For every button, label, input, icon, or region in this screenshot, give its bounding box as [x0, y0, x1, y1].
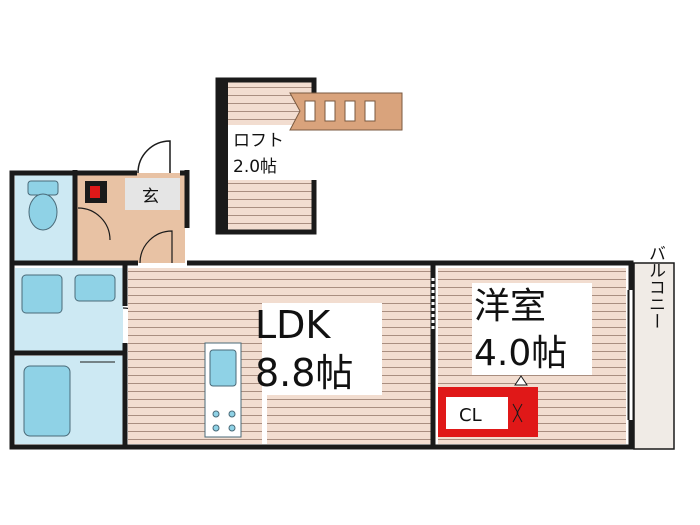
toilet-tank-icon — [27, 180, 59, 196]
washing-machine-icon — [21, 274, 63, 314]
toilet-room — [15, 173, 77, 263]
washroom — [15, 268, 154, 353]
sink-icon — [74, 274, 116, 302]
stove-burner-icon — [212, 410, 220, 418]
ldk-size: 8.8帖 — [255, 351, 353, 395]
entrance-area: 玄 — [75, 140, 185, 264]
bathtub-icon — [23, 365, 71, 437]
western-room-size: 4.0帖 — [474, 333, 567, 374]
walls — [9, 170, 634, 450]
western-room-name: 洋室 — [474, 286, 546, 327]
balcony: バルコニー — [633, 245, 675, 450]
toilet-bowl-icon — [28, 193, 58, 231]
balcony-label: バルコニー — [645, 245, 665, 330]
closet: CL — [438, 387, 538, 437]
bathroom — [15, 356, 123, 444]
ldk-name: LDK — [255, 303, 331, 347]
kitchen-sink-icon — [209, 349, 237, 387]
ldk-room: LDK 8.8帖 — [128, 268, 433, 444]
entrance-label: 玄 — [142, 187, 159, 207]
loft-name: ロフト — [233, 131, 284, 151]
loft-size: 2.0帖 — [233, 157, 277, 177]
entrance-door-icon — [137, 140, 171, 174]
loft-ladder — [289, 92, 403, 131]
closet-label: CL — [459, 405, 482, 426]
